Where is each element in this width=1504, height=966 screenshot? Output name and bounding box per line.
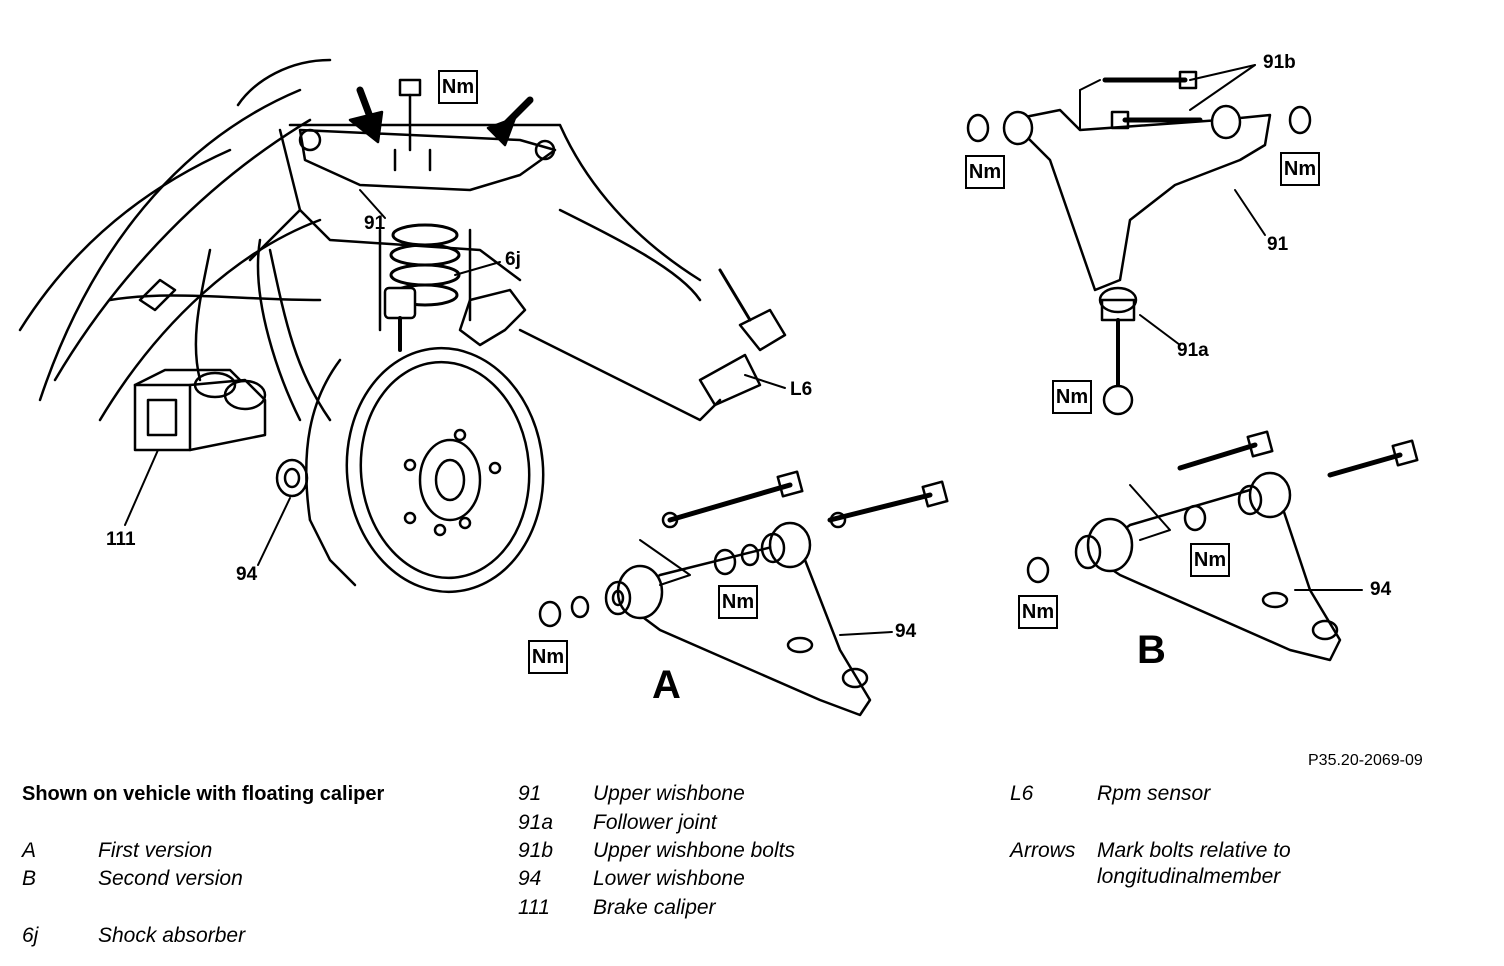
legend-text: Shock absorber: [98, 924, 246, 947]
torque-box: Nm: [528, 640, 568, 674]
callout-94-version-b: 94: [1370, 579, 1392, 600]
torque-box: Nm: [1190, 543, 1230, 577]
callout-111: 111: [106, 529, 136, 550]
version-a-drawing: [538, 470, 949, 717]
suspension-diagram: [18, 58, 1419, 717]
torque-box: Nm: [1052, 380, 1092, 414]
upper-wishbone-detail-drawing: [966, 64, 1312, 416]
torque-box: Nm: [1280, 152, 1320, 186]
callout-l6: L6: [790, 379, 813, 400]
legend-code: 111: [518, 896, 550, 919]
legend-title: Shown on vehicle with floating caliper: [22, 783, 385, 805]
callout-91a: 91a: [1177, 340, 1209, 361]
callout-94-main: 94: [236, 564, 258, 585]
callout-91b: 91b: [1263, 52, 1296, 73]
legend-text: Rpm sensor: [1097, 782, 1211, 805]
main-assembly-drawing: [18, 58, 787, 594]
legend-text: Second version: [98, 867, 243, 890]
legend-code: 91a: [518, 811, 554, 834]
version-b-drawing: [1026, 430, 1419, 662]
callout-91-main: 91: [364, 213, 386, 234]
legend-code: Arrows: [1010, 839, 1076, 862]
callout-6j: 6j: [505, 249, 521, 270]
legend-text: Mark bolts relative to: [1097, 839, 1291, 862]
torque-box: Nm: [1018, 595, 1058, 629]
legend-text: Lower wishbone: [593, 867, 745, 890]
version-a-letter: A: [652, 663, 681, 707]
legend-code: 6j: [22, 924, 39, 947]
legend-text: Upper wishbone: [593, 782, 745, 805]
legend-code: B: [22, 867, 37, 890]
version-b-letter: B: [1137, 628, 1166, 672]
legend-text: Follower joint: [593, 811, 717, 834]
legend-code: 91: [518, 782, 542, 805]
legend-text: Brake caliper: [593, 896, 716, 919]
torque-box: Nm: [718, 585, 758, 619]
callout-94-version-a: 94: [895, 621, 917, 642]
legend-text: Upper wishbone bolts: [593, 839, 795, 862]
legend-code: 91b: [518, 839, 554, 862]
legend-text: longitudinalmember: [1097, 865, 1281, 888]
torque-box: Nm: [438, 70, 478, 104]
legend-code: 94: [518, 867, 542, 890]
legend-code: L6: [1010, 782, 1034, 805]
figure-reference-code: P35.20-2069-09: [1308, 752, 1423, 769]
legend-code: A: [22, 839, 37, 862]
legend-text: First version: [98, 839, 213, 862]
callout-91-detail: 91: [1267, 234, 1289, 255]
torque-box: Nm: [965, 155, 1005, 189]
